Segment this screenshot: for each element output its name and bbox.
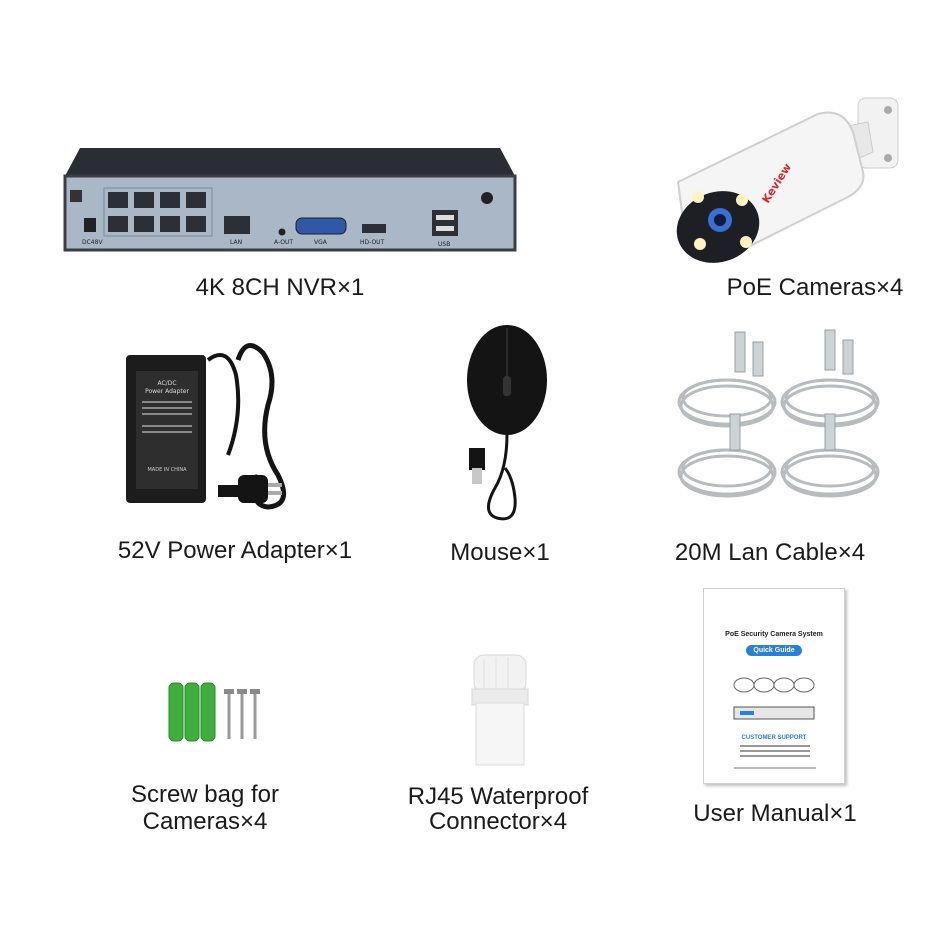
cable-label: 20M Lan Cable×4 — [674, 539, 866, 566]
adapter-label: 52V Power Adapter×1 — [117, 537, 353, 564]
screw-bag-image — [168, 682, 260, 742]
connector-label-line-2: Connector×4 — [428, 808, 568, 835]
poe-camera-image: Keview — [676, 97, 899, 263]
screw-label-line-2: Cameras×4 — [142, 808, 268, 835]
adapter-title-2: Power Adapter — [145, 388, 189, 395]
nvr-port-label-aout: A-OUT — [274, 239, 293, 246]
nvr-recorder-image: DC48V LAN A-OUT VGA HD-OUT USB — [63, 148, 517, 252]
manual-title: PoE Security Camera System — [725, 631, 823, 638]
manual-support-heading: CUSTOMER SUPPORT — [741, 735, 807, 741]
connector-label-line-1: RJ45 Waterproof — [407, 783, 589, 810]
lan-cable-image — [677, 329, 880, 498]
manual-cameras-illustration — [733, 677, 815, 693]
manual-nvr-illustration — [733, 706, 815, 720]
manual-label: User Manual×1 — [693, 800, 857, 827]
power-adapter-image: AC/DC Power Adapter MADE IN CHINA — [126, 343, 287, 510]
nvr-label: 4K 8CH NVR×1 — [195, 274, 365, 301]
screw-label-line-1: Screw bag for — [130, 781, 280, 808]
manual-quick-guide-badge: Quick Guide — [746, 645, 802, 656]
mouse-label: Mouse×1 — [450, 539, 550, 566]
user-manual-image: PoE Security Camera System Quick Guide C… — [703, 588, 845, 784]
nvr-port-label-vga: VGA — [314, 239, 328, 246]
mouse-image — [467, 325, 547, 521]
nvr-port-label-hdout: HD-OUT — [360, 239, 385, 246]
rj45-connector-image — [471, 654, 529, 766]
nvr-port-label-dc: DC48V — [82, 239, 103, 246]
nvr-port-label-lan: LAN — [230, 239, 242, 246]
adapter-made-in: MADE IN CHINA — [147, 467, 187, 473]
nvr-port-label-usb: USB — [438, 241, 450, 248]
adapter-title-1: AC/DC — [157, 380, 176, 387]
camera-label: PoE Cameras×4 — [726, 274, 904, 301]
